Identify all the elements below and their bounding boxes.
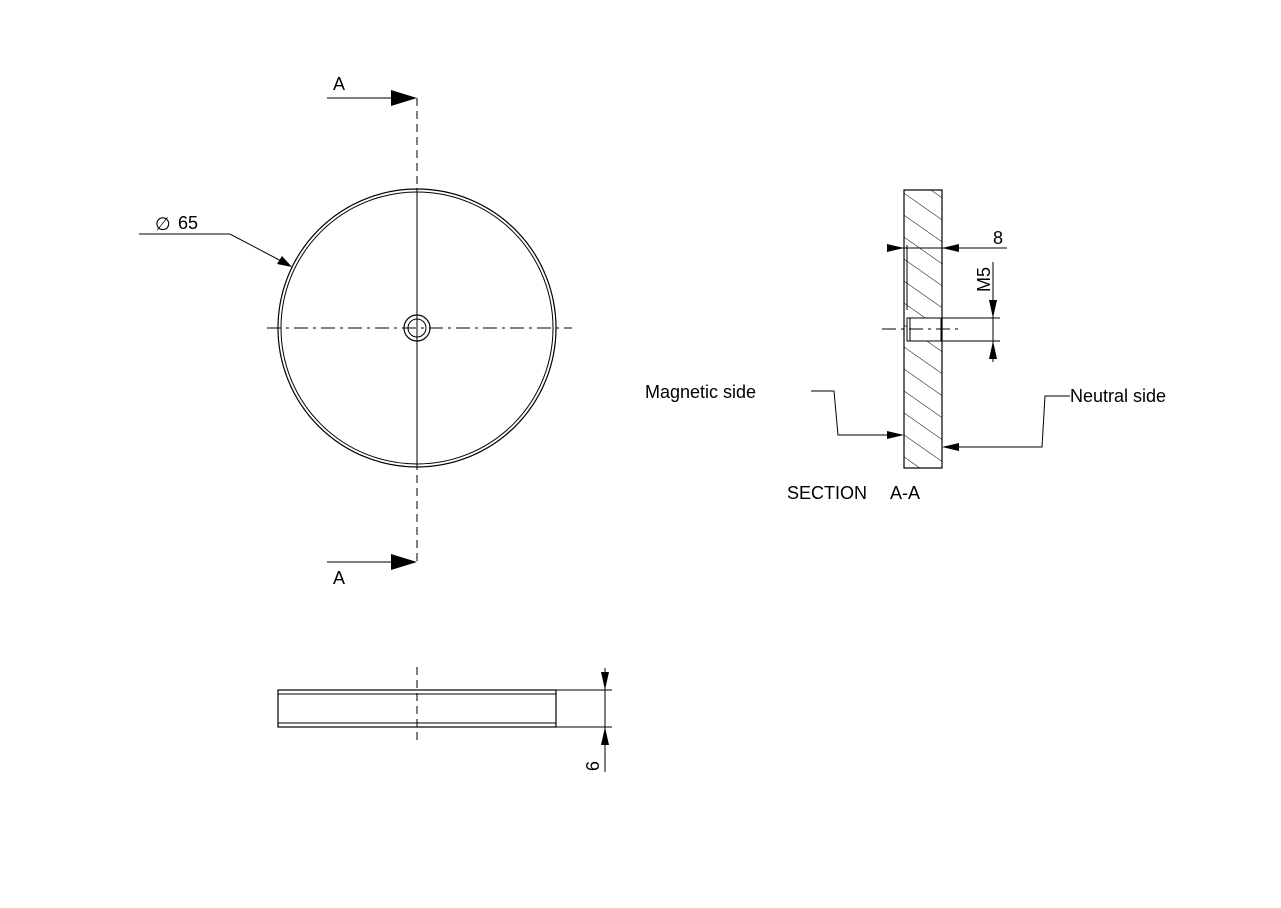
section-title-name: A-A	[890, 483, 920, 503]
height-label: 9	[582, 761, 602, 771]
section-marker-top: A	[333, 74, 345, 94]
arrowhead-icon	[391, 554, 417, 570]
arrowhead-icon	[601, 727, 609, 745]
section-marker-bottom: A	[333, 568, 345, 588]
arrowhead-icon	[887, 431, 904, 439]
section-arrow-bottom: A	[327, 554, 417, 588]
section-title-word: SECTION	[787, 483, 867, 503]
magnetic-side-callout: Magnetic side	[645, 382, 904, 439]
diameter-callout: ∅ 65	[139, 213, 292, 267]
thickness-dimension: 8	[887, 228, 1007, 252]
neutral-side-callout: Neutral side	[942, 386, 1166, 451]
arrowhead-icon	[601, 672, 609, 690]
thread-label: M5	[974, 267, 994, 292]
diameter-symbol: ∅	[155, 214, 171, 234]
neutral-side-label: Neutral side	[1070, 386, 1166, 406]
thread-dimension: M5	[942, 262, 1000, 362]
arrowhead-icon	[989, 341, 997, 359]
section-arrow-top: A	[327, 74, 417, 106]
section-view: 8 M5 Magnetic side Neutral side SECTION …	[645, 189, 1166, 503]
thickness-label: 8	[993, 228, 1003, 248]
height-dimension: 9	[556, 668, 612, 772]
front-view: A A ∅ 65	[139, 74, 572, 588]
magnetic-side-label: Magnetic side	[645, 382, 756, 402]
side-view: 9	[277, 667, 612, 772]
arrowhead-icon	[277, 256, 292, 267]
arrowhead-icon	[942, 443, 959, 451]
arrowhead-icon	[391, 90, 417, 106]
arrowhead-icon	[887, 244, 904, 252]
arrowhead-icon	[942, 244, 959, 252]
diameter-value: 65	[178, 213, 198, 233]
arrowhead-icon	[989, 300, 997, 318]
